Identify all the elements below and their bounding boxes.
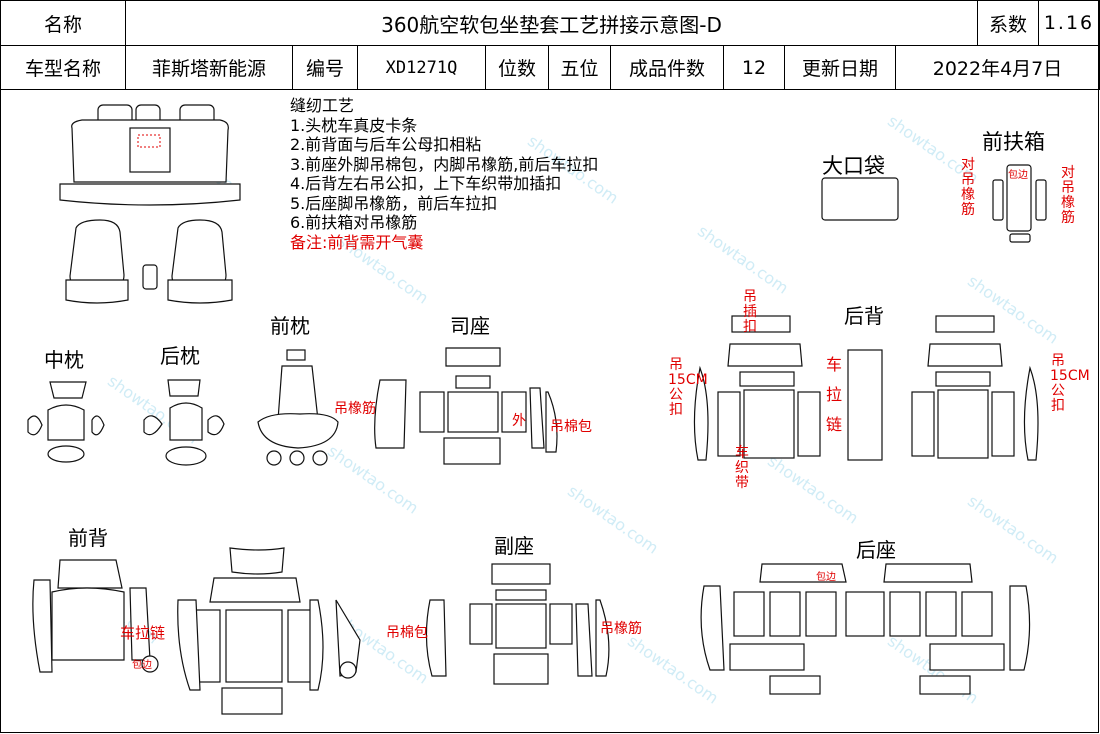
front-armrest-pieces xyxy=(992,164,1047,243)
rear-back-left-15cm-label: 吊15CM公扣 xyxy=(668,357,708,418)
passenger-seat-title: 副座 xyxy=(494,534,534,558)
notes-item: 6.前扶箱对吊橡筋 xyxy=(290,213,418,232)
front-back-zipper-label: 车拉链 xyxy=(120,624,166,642)
pieces-value-cell: 12 xyxy=(723,45,785,90)
front-back-title: 前背 xyxy=(68,526,108,550)
rear-seat-pieces xyxy=(700,563,1031,695)
rear-back-right-15cm-label: 吊15CM公扣 xyxy=(1050,353,1090,414)
rear-back-title: 后背 xyxy=(844,304,884,328)
rear-back-zipper-label: 车拉链 xyxy=(826,355,843,434)
front-armrest-edging-label: 包边 xyxy=(1008,170,1028,181)
notes-item: 3.前座外脚吊棉包，内脚吊橡筋,前后车拉扣 xyxy=(290,154,599,174)
sewing-notes: 缝纫工艺 1.头枕车真皮卡条 2.前背面与后车公母扣相粘 3.前座外脚吊棉包，内… xyxy=(290,96,598,252)
big-pocket-piece xyxy=(821,177,899,221)
pieces-label-cell: 成品件数 xyxy=(610,45,724,90)
armrest-left-elastic-label: 对吊橡筋 xyxy=(961,157,975,218)
front-headrest-title: 前枕 xyxy=(270,314,310,338)
notes-remark: 备注:前背需开气囊 xyxy=(290,232,424,252)
rear-back-right-pieces xyxy=(911,315,1039,461)
rear-back-left-pieces xyxy=(693,315,821,461)
rear-seat-title: 后座 xyxy=(856,538,896,562)
passenger-cotton-label: 吊棉包 xyxy=(386,625,428,641)
driver-seat-title: 司座 xyxy=(450,314,490,338)
notes-item: 5.后座脚吊橡筋，前后车拉扣 xyxy=(290,193,498,213)
big-pocket-title: 大口袋 xyxy=(822,154,885,178)
seats-value-cell: 五位 xyxy=(548,45,611,90)
driver-seat-pieces xyxy=(374,347,558,465)
date-value-cell: 2022年4月7日 xyxy=(895,45,1100,90)
rear-seat-edging-label: 包边 xyxy=(816,572,836,583)
seats-label-cell: 位数 xyxy=(485,45,549,90)
front-headrest-pieces xyxy=(257,349,339,466)
passenger-seat-pieces xyxy=(425,563,610,685)
name-label-cell: 名称 xyxy=(0,0,126,46)
rear-bench-diagram xyxy=(59,104,241,206)
rear-headrest-pieces xyxy=(143,379,225,466)
model-value-cell: 菲斯塔新能源 xyxy=(125,45,293,90)
notes-item: 2.前背面与后车公母扣相粘 xyxy=(290,135,482,154)
armrest-right-elastic-label: 对吊橡筋 xyxy=(1061,165,1075,226)
notes-item: 1.头枕车真皮卡条 xyxy=(290,115,418,135)
rear-headrest-title: 后枕 xyxy=(160,344,200,368)
passenger-elastic-label: 吊橡筋 xyxy=(600,621,642,637)
front-back-edging-label: 包边 xyxy=(132,660,152,671)
notes-item: 4.后背左右吊公扣，上下车织带加插扣 xyxy=(290,174,562,193)
elastic-label: 吊橡筋 xyxy=(334,401,376,417)
rear-back-hang-insert-label: 吊插扣 xyxy=(743,289,757,335)
front-armrest-title: 前扶箱 xyxy=(982,130,1045,154)
rear-back-center-strip xyxy=(847,349,883,461)
outer-label: 外 xyxy=(512,413,526,429)
rear-back-webbing-label: 车织带 xyxy=(735,445,749,491)
notes-heading: 缝纫工艺 xyxy=(290,96,355,115)
middle-headrest-title: 中枕 xyxy=(44,348,84,372)
front-back-pieces xyxy=(32,547,361,715)
front-seats-diagram xyxy=(65,219,233,304)
cotton-pack-label: 吊棉包 xyxy=(550,419,592,435)
middle-headrest-pieces xyxy=(27,381,105,463)
